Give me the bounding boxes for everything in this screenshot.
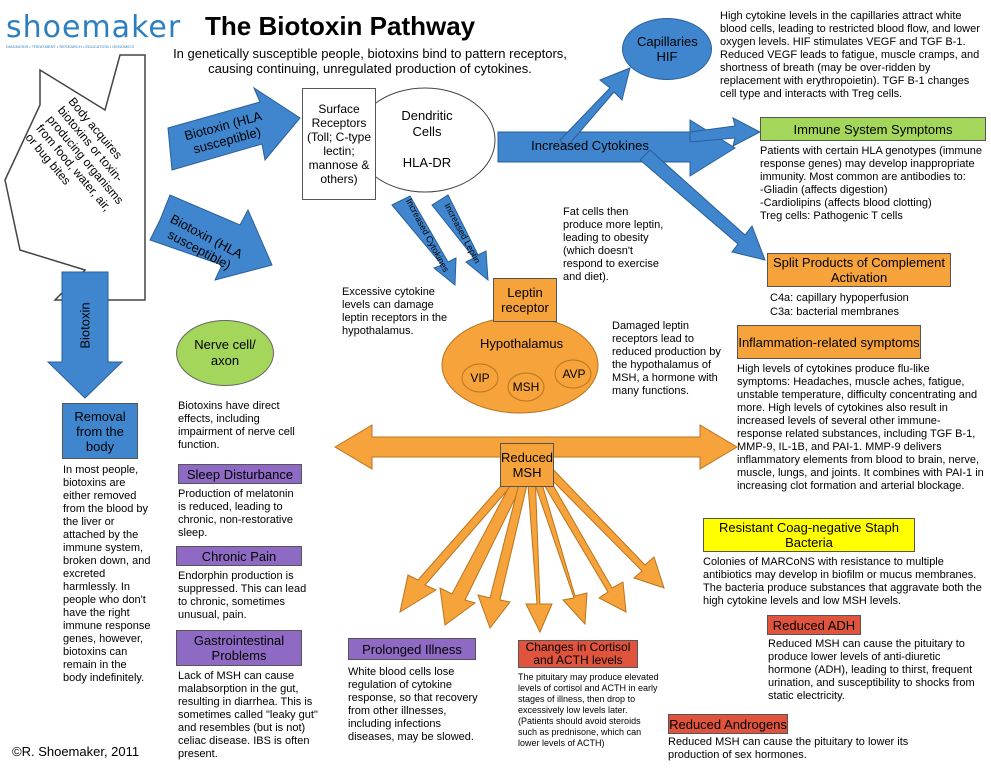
removal-text: In most people, biotoxins are either rem… xyxy=(63,464,151,684)
androgens-text: Reduced MSH can cause the pituitary to l… xyxy=(668,736,909,761)
surface-receptors-text: Surface Receptors (Toll; C-type lectin; … xyxy=(306,102,371,186)
inflammation-title: Inflammation-related symptoms xyxy=(738,334,920,350)
split-title: Split Products of Complement Activation xyxy=(773,255,945,285)
sleep-title: Sleep Disturbance xyxy=(186,466,294,482)
avp-label: AVP xyxy=(562,367,586,381)
prolonged-title: Prolonged Illness xyxy=(362,641,462,657)
to-capillaries-arrow xyxy=(559,67,631,149)
to-split-arrow xyxy=(639,149,766,261)
msh-fan-arrow-7 xyxy=(537,461,665,589)
cortisol-text: The pituitary may produce elevated level… xyxy=(518,672,659,748)
pain-title-box: Chronic Pain xyxy=(176,546,302,566)
capillaries-ellipse: Capillaries HIF xyxy=(622,18,712,80)
removal-box: Removal from the body xyxy=(62,403,138,459)
split-title-box: Split Products of Complement Activation xyxy=(767,253,951,287)
biotoxin-hla-arrow-1 xyxy=(167,86,301,171)
immune-text-block: Patients with certain HLA genotypes (imm… xyxy=(760,145,986,223)
gi-text: Lack of MSH can cause malabsorption in t… xyxy=(178,670,318,760)
excessive-text: Excessive cytokine levels can damage lep… xyxy=(342,286,448,337)
immune-text: Patients with certain HLA genotypes (imm… xyxy=(760,145,982,183)
nerve-ellipse: Nerve cell/ axon xyxy=(176,320,274,386)
page-title: The Biotoxin Pathway xyxy=(205,11,476,41)
prolonged-text: White blood cells lose regulation of cyt… xyxy=(348,666,478,743)
logo-tagline: DIAGNOSIS • TREATMENT • RESEARCH • EDUCA… xyxy=(6,44,134,49)
staph-text: Colonies of MARCoNS with resistance to m… xyxy=(703,556,982,607)
msh-fan-arrow-3 xyxy=(477,471,531,630)
adh-title-box: Reduced ADH xyxy=(767,615,861,635)
immune-item-3: Treg cells: Pathogenic T cells xyxy=(760,210,903,222)
pain-text: Endorphin production is suppressed. This… xyxy=(178,570,307,621)
msh-fan-arrow-5 xyxy=(529,469,588,626)
staph-title-box: Resistant Coag-negative Staph Bacteria xyxy=(703,518,915,552)
logo-name: shoemaker xyxy=(6,10,182,45)
prolonged-title-box: Prolonged Illness xyxy=(348,638,476,660)
capillaries-label: Capillaries HIF xyxy=(637,34,698,64)
avp-ellipse xyxy=(554,359,592,389)
cortisol-title-box: Changes in Cortisol and ACTH levels xyxy=(518,640,638,668)
inflammation-text: High levels of cytokines produce flu-lik… xyxy=(737,363,984,492)
reduced-msh-label: Reduced MSH xyxy=(500,450,554,480)
biotoxin-hla-arrow-2 xyxy=(149,194,273,281)
removal-title: Removal from the body xyxy=(74,408,126,454)
msh-ellipse xyxy=(507,372,545,402)
logo: shoemaker DIAGNOSIS • TREATMENT • RESEAR… xyxy=(6,12,181,50)
vip-label: VIP xyxy=(470,371,490,385)
androgens-title-box: Reduced Androgens xyxy=(668,714,788,734)
msh-label: MSH xyxy=(512,380,540,394)
staph-title: Resistant Coag-negative Staph Bacteria xyxy=(719,520,899,550)
to-immune-arrow xyxy=(689,117,762,147)
surface-receptors-box: Surface Receptors (Toll; C-type lectin; … xyxy=(302,88,376,200)
immune-item-2: -Cardiolipins (affects blood clotting) xyxy=(760,197,932,209)
leptin-receptor-box: Leptin receptor xyxy=(493,278,557,322)
dendritic-hla: HLA-DR xyxy=(402,155,452,170)
page-subtitle: In genetically susceptible people, bioto… xyxy=(173,46,567,76)
immune-title-box: Immune System Symptoms xyxy=(760,117,986,141)
androgens-title: Reduced Androgens xyxy=(669,716,787,732)
nerve-text: Biotoxins have direct effects, including… xyxy=(178,400,295,451)
gi-title: Gastrointestinal Problems xyxy=(193,633,285,663)
nerve-title: Nerve cell/ axon xyxy=(194,337,256,368)
immune-item-1: -Gliadin (affects digestion) xyxy=(760,184,888,196)
immune-title: Immune System Symptoms xyxy=(793,121,953,137)
gi-title-box: Gastrointestinal Problems xyxy=(176,630,302,666)
biotoxin-down-arrow xyxy=(46,271,124,399)
reduced-msh-box: Reduced MSH xyxy=(500,443,554,487)
dendritic-label: Dendritic Cells xyxy=(401,108,453,139)
increased-leptin-arrow xyxy=(431,194,489,282)
copyright: ©R. Shoemaker, 2011 xyxy=(12,744,140,759)
sleep-title-box: Sleep Disturbance xyxy=(178,464,302,484)
split-c3a: C3a: bacterial membranes xyxy=(770,306,900,318)
sleep-text: Production of melatonin is reduced, lead… xyxy=(178,488,294,539)
increased-cytokines-arrow xyxy=(497,119,736,177)
fat-cells-text: Fat cells then produce more leptin, lead… xyxy=(563,206,664,283)
capillaries-text: High cytokine levels in the capillaries … xyxy=(720,10,980,100)
damaged-leptin-text: Damaged leptin receptors lead to reduced… xyxy=(612,320,721,397)
inflammation-title-box: Inflammation-related symptoms xyxy=(737,325,921,359)
increased-cytokines-label: Increased Cytokines xyxy=(531,138,649,153)
split-c4a: C4a: capillary hypoperfusion xyxy=(770,292,909,304)
biotoxin-down-label: Biotoxin xyxy=(77,302,93,349)
msh-fan-arrow-4 xyxy=(525,471,553,634)
dendritic-ellipse xyxy=(354,87,496,193)
hypothalamus-label: Hypothalamus xyxy=(480,336,564,351)
cortisol-title: Changes in Cortisol and ACTH levels xyxy=(525,640,631,667)
body-acquires-arrow xyxy=(4,54,146,301)
adh-text: Reduced MSH can cause the pituitary to p… xyxy=(768,638,975,702)
leptin-receptor-label: Leptin receptor xyxy=(501,285,549,315)
vip-ellipse xyxy=(461,363,499,393)
pain-title: Chronic Pain xyxy=(201,548,277,564)
increased-cytokines-small-arrow xyxy=(391,195,457,287)
adh-title: Reduced ADH xyxy=(772,617,856,633)
